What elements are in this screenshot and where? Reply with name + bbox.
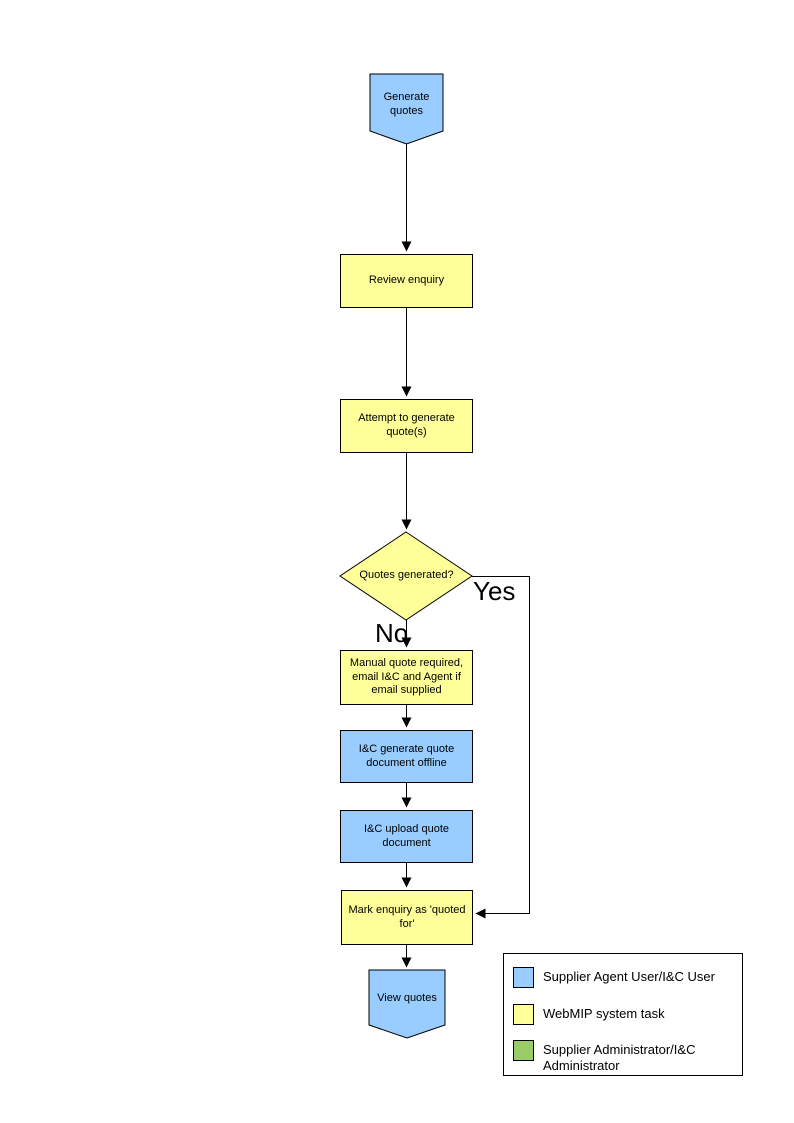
branch-label-no: No [375,618,409,648]
legend-label: WebMIP system task [543,1006,665,1021]
node-mark-enquiry-quoted: Mark enquiry as 'quoted for' [341,890,473,945]
node-attempt-generate-quotes: Attempt to generate quote(s) [340,399,473,453]
end-terminator-shape [368,969,446,1039]
decision-diamond-shape [339,531,473,621]
legend-item-supplier-administrator: Supplier Administrator/I&C Administrator [513,1040,728,1073]
node-manual-quote-required: Manual quote required, email I&C and Age… [340,650,473,705]
legend-box: Supplier Agent User/I&C User WebMIP syst… [503,953,743,1076]
legend-item-webmip-system-task: WebMIP system task [513,1004,728,1025]
start-terminator-shape [369,73,444,145]
legend-swatch-yellow [513,1004,534,1025]
node-ic-upload-quote-document: I&C upload quote document [340,810,473,863]
legend-label: Supplier Administrator/I&C Administrator [543,1042,696,1073]
legend-swatch-green [513,1040,534,1061]
arrow-yes-decision-to-mark [472,576,530,919]
legend-item-supplier-agent-user: Supplier Agent User/I&C User [513,967,728,988]
node-review-enquiry: Review enquiry [340,254,473,308]
node-ic-generate-quote-offline: I&C generate quote document offline [340,730,473,783]
legend-label: Supplier Agent User/I&C User [543,969,715,984]
legend-swatch-blue [513,967,534,988]
branch-label-yes: Yes [473,576,516,606]
